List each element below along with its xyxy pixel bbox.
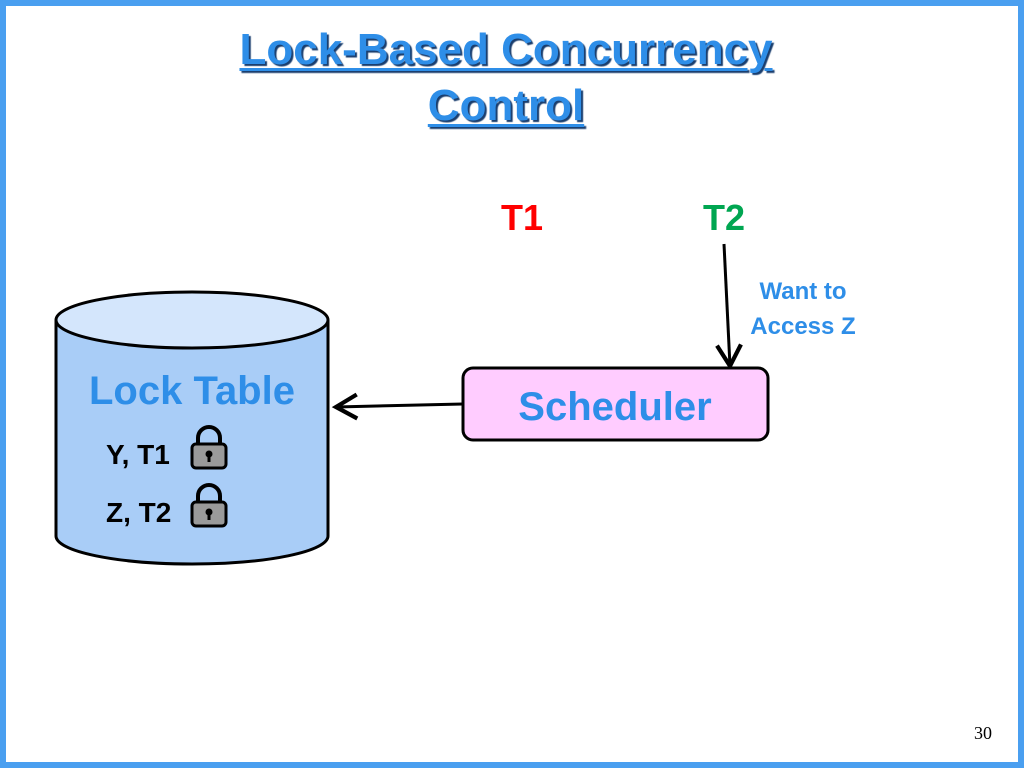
- t2-request-arrow: [715, 243, 743, 371]
- slide-title: Lock-Based Concurrency Control: [6, 22, 1006, 134]
- lock-table-label: Lock Table: [89, 369, 295, 413]
- padlock-icon: [190, 483, 228, 528]
- transaction-t1-label: T1: [501, 197, 543, 238]
- lock-entry-text: Y, T1: [106, 439, 170, 470]
- title-line-2: Control: [427, 81, 585, 130]
- title-line-1: Lock-Based Concurrency: [239, 25, 773, 74]
- scheduler-label: Scheduler: [518, 385, 711, 429]
- lock-diagram: T1 T2 Want to Access Z Lock Table Y, T1 …: [54, 197, 856, 566]
- scheduler-to-locktable-arrow: [331, 392, 464, 421]
- request-note-line-1: Want to: [759, 278, 846, 305]
- padlock-icon: [190, 425, 228, 470]
- lock-table-cylinder: [54, 290, 330, 566]
- request-note-line-2: Access Z: [750, 313, 855, 340]
- lock-entry-text: Z, T2: [106, 497, 171, 528]
- transaction-t2-label: T2: [703, 197, 745, 238]
- slide-number: 30: [974, 723, 992, 743]
